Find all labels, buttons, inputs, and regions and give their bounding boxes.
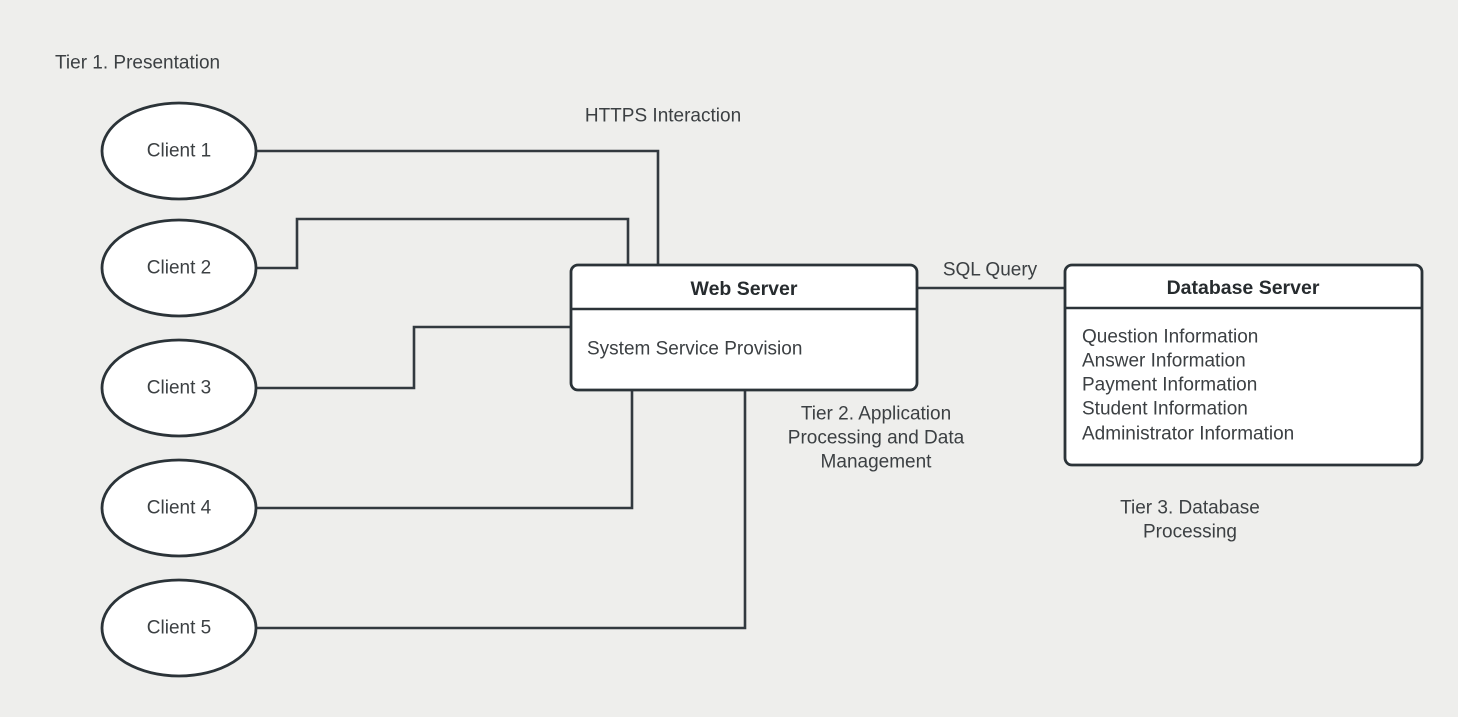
connector-group	[254, 149, 1067, 630]
tier-3-label-line-1: Tier 3. Database	[1120, 498, 1260, 519]
database-item-question: Question Information	[1082, 327, 1258, 348]
database-server-node[interactable]: Database Server Question Information Ans…	[1063, 263, 1424, 467]
connector-client5-to-web-server	[254, 388, 747, 630]
client-3-label: Client 3	[147, 378, 211, 399]
connector-client2-to-web-server	[254, 217, 630, 270]
web-server-box[interactable]	[569, 263, 919, 392]
database-server-box[interactable]	[1063, 263, 1424, 467]
client-2-label: Client 2	[147, 258, 211, 279]
client-5-ellipse[interactable]	[100, 578, 258, 678]
database-server-title: Database Server	[1167, 277, 1320, 299]
client-node-4[interactable]: Client 4	[100, 458, 258, 558]
tier-3-label-line-2: Processing	[1143, 522, 1237, 543]
edge-label-sql-query: SQL Query	[943, 260, 1038, 281]
client-1-ellipse[interactable]	[100, 101, 258, 201]
connector-client3-to-web-server	[254, 325, 573, 390]
web-server-node[interactable]: Web Server System Service Provision	[569, 263, 919, 392]
tier-2-label-line-2: Processing and Data	[788, 428, 965, 449]
connector-client1-to-web-server	[254, 149, 660, 267]
client-node-3[interactable]: Client 3	[100, 338, 258, 438]
database-item-answer: Answer Information	[1082, 351, 1246, 372]
tier-2-label-line-3: Management	[821, 452, 933, 473]
edge-label-group: HTTPS Interaction SQL Query	[585, 106, 1038, 281]
web-server-title: Web Server	[691, 278, 798, 300]
database-item-administrator: Administrator Information	[1082, 424, 1294, 445]
client-4-label: Client 4	[147, 498, 212, 519]
tier-label-group: Tier 1. Presentation Tier 2. Application…	[55, 53, 1260, 543]
edge-label-https-interaction: HTTPS Interaction	[585, 106, 741, 127]
client-node-5[interactable]: Client 5	[100, 578, 258, 678]
client-5-label: Client 5	[147, 618, 211, 639]
connector-client4-to-web-server	[254, 388, 634, 510]
client-1-label: Client 1	[147, 141, 211, 162]
tier-2-label-line-1: Tier 2. Application	[801, 404, 951, 425]
client-node-2[interactable]: Client 2	[100, 218, 258, 318]
web-server-body: System Service Provision	[587, 339, 802, 360]
database-item-payment: Payment Information	[1082, 375, 1257, 396]
client-4-ellipse[interactable]	[100, 458, 258, 558]
client-3-ellipse[interactable]	[100, 338, 258, 438]
client-nodes: Client 1 Client 2 Client 3 Client 4 Clie…	[100, 101, 258, 678]
database-item-student: Student Information	[1082, 399, 1248, 420]
client-2-ellipse[interactable]	[100, 218, 258, 318]
tier-1-label: Tier 1. Presentation	[55, 53, 220, 74]
client-node-1[interactable]: Client 1	[100, 101, 258, 201]
